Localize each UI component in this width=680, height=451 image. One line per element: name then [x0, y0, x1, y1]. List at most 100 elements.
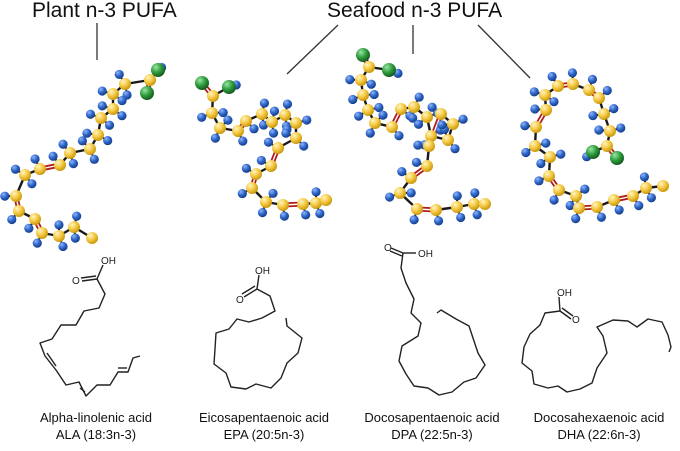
hydrogen-atom: [85, 109, 96, 119]
hydrogen-atom: [348, 94, 358, 105]
hydrogen-atom: [210, 133, 220, 143]
carbon-atom: [591, 201, 603, 213]
hydrogen-atom: [587, 74, 598, 84]
carbon-atom: [593, 92, 605, 104]
carbon-atom: [430, 204, 442, 216]
hydrogen-atom: [634, 200, 644, 211]
carbon-atom: [240, 115, 252, 127]
hydrogen-atom: [0, 191, 10, 201]
dpa-o-label: O: [384, 243, 392, 254]
hydrogen-atom: [413, 119, 424, 129]
hydrogen-atom: [223, 115, 233, 125]
carbon-atom: [256, 108, 268, 120]
carbon-atom: [95, 112, 107, 124]
ala-double-bond-co: [81, 278, 98, 282]
carbon-atom: [272, 142, 284, 154]
hydrogen-atom: [257, 208, 268, 218]
carbon-atom: [297, 198, 309, 210]
ala-name: Alpha-linolenic acid: [39, 410, 152, 425]
hydrogen-atom: [7, 214, 17, 225]
dha-chain: [521, 310, 672, 393]
carbon-atom: [544, 151, 556, 163]
hydrogen-atom: [263, 137, 274, 147]
hydrogen-atom: [616, 123, 626, 133]
carbon-atom: [265, 160, 277, 172]
carbon-atom: [363, 61, 375, 73]
carbon-atom: [260, 196, 272, 208]
carbon-atom: [144, 74, 156, 86]
dha-skeletal-formula: OH O: [521, 288, 672, 393]
carbon-atom: [92, 129, 104, 141]
hydrogen-atom: [541, 138, 551, 148]
hydrogen-atom: [58, 241, 68, 252]
carbon-atom: [362, 104, 374, 116]
carbon-atom: [84, 143, 96, 155]
hydrogen-atom: [565, 200, 575, 211]
hydrogen-atom: [218, 108, 228, 118]
hydrogen-atom: [48, 151, 58, 161]
hydrogen-atom: [315, 208, 325, 219]
carbon-atom: [355, 74, 367, 86]
ala-caption: Alpha-linolenic acid ALA (18:3n-3): [11, 409, 181, 443]
ala-oh-label: OH: [101, 256, 116, 267]
dha-caption: Docosahexaenoic acid DHA (22:6n-3): [514, 409, 680, 443]
hydrogen-atom: [114, 69, 124, 80]
hydrogen-atom: [301, 210, 311, 220]
oxygen-atom: [586, 145, 600, 159]
carbon-atom: [68, 221, 80, 233]
hydrogen-atom: [30, 154, 40, 164]
hydrogen-atom: [452, 191, 462, 201]
oxygen-atom: [222, 80, 236, 94]
dha-c-oh-bond: [558, 296, 561, 312]
carbon-atom: [290, 132, 302, 144]
ala-chain: [39, 278, 141, 397]
hydrogen-atom: [279, 211, 290, 221]
hydrogen-atom: [580, 184, 590, 194]
carbon-atom: [640, 182, 652, 194]
oxygen-atom: [610, 151, 624, 165]
carbon-atom: [206, 107, 218, 119]
dha-o-label: O: [572, 315, 580, 326]
ala-cis-bond-2: [79, 387, 86, 393]
carbon-atom: [207, 90, 219, 102]
hydrogen-atom: [299, 141, 309, 151]
dha-3d-model: [520, 68, 669, 224]
ala-double-bond-co-2: [80, 275, 97, 279]
carbon-atom: [320, 194, 332, 206]
oxygen-atom: [195, 76, 209, 90]
ala-bonds: [4, 66, 163, 247]
dha-oh-label: OH: [557, 288, 572, 299]
carbon-atom: [540, 104, 552, 116]
hydrogen-atom: [104, 120, 115, 130]
dpa-3d-model: [345, 48, 491, 226]
ala-skeletal-formula: OH O: [39, 256, 141, 397]
hydrogen-atom: [472, 210, 482, 220]
connector-lines: [96, 23, 531, 79]
carbon-atom: [583, 84, 595, 96]
hydrogen-atom: [365, 128, 375, 138]
ala-label: ALA (18:3n-3): [55, 427, 137, 442]
hydrogen-atom: [54, 220, 64, 230]
hydrogen-atom: [571, 214, 581, 224]
hydrogen-atom: [103, 135, 113, 146]
dpa-double-bond-co: [390, 247, 404, 254]
epa-atoms: [195, 76, 332, 211]
carbon-atom: [395, 103, 407, 115]
carbon-atom: [394, 187, 406, 199]
dpa-hydrogens: [345, 62, 490, 226]
carbon-atom: [435, 108, 447, 120]
hydrogen-atom: [378, 110, 388, 120]
epa-c-oh-bond: [256, 274, 260, 290]
oxygen-atom: [151, 63, 165, 77]
carbon-atom: [279, 109, 291, 121]
carbon-atom: [13, 205, 25, 217]
carbon-atom: [442, 134, 454, 146]
hydrogen-atom: [58, 139, 68, 149]
connector-seafood-dha: [477, 24, 531, 79]
carbon-atom: [310, 197, 322, 209]
epa-double-bond-co-2: [241, 285, 256, 295]
carbon-atom: [369, 117, 381, 129]
dha-double-bond-co-2: [561, 307, 574, 317]
ala-atoms: [10, 63, 165, 244]
hydrogen-atom: [374, 102, 384, 113]
